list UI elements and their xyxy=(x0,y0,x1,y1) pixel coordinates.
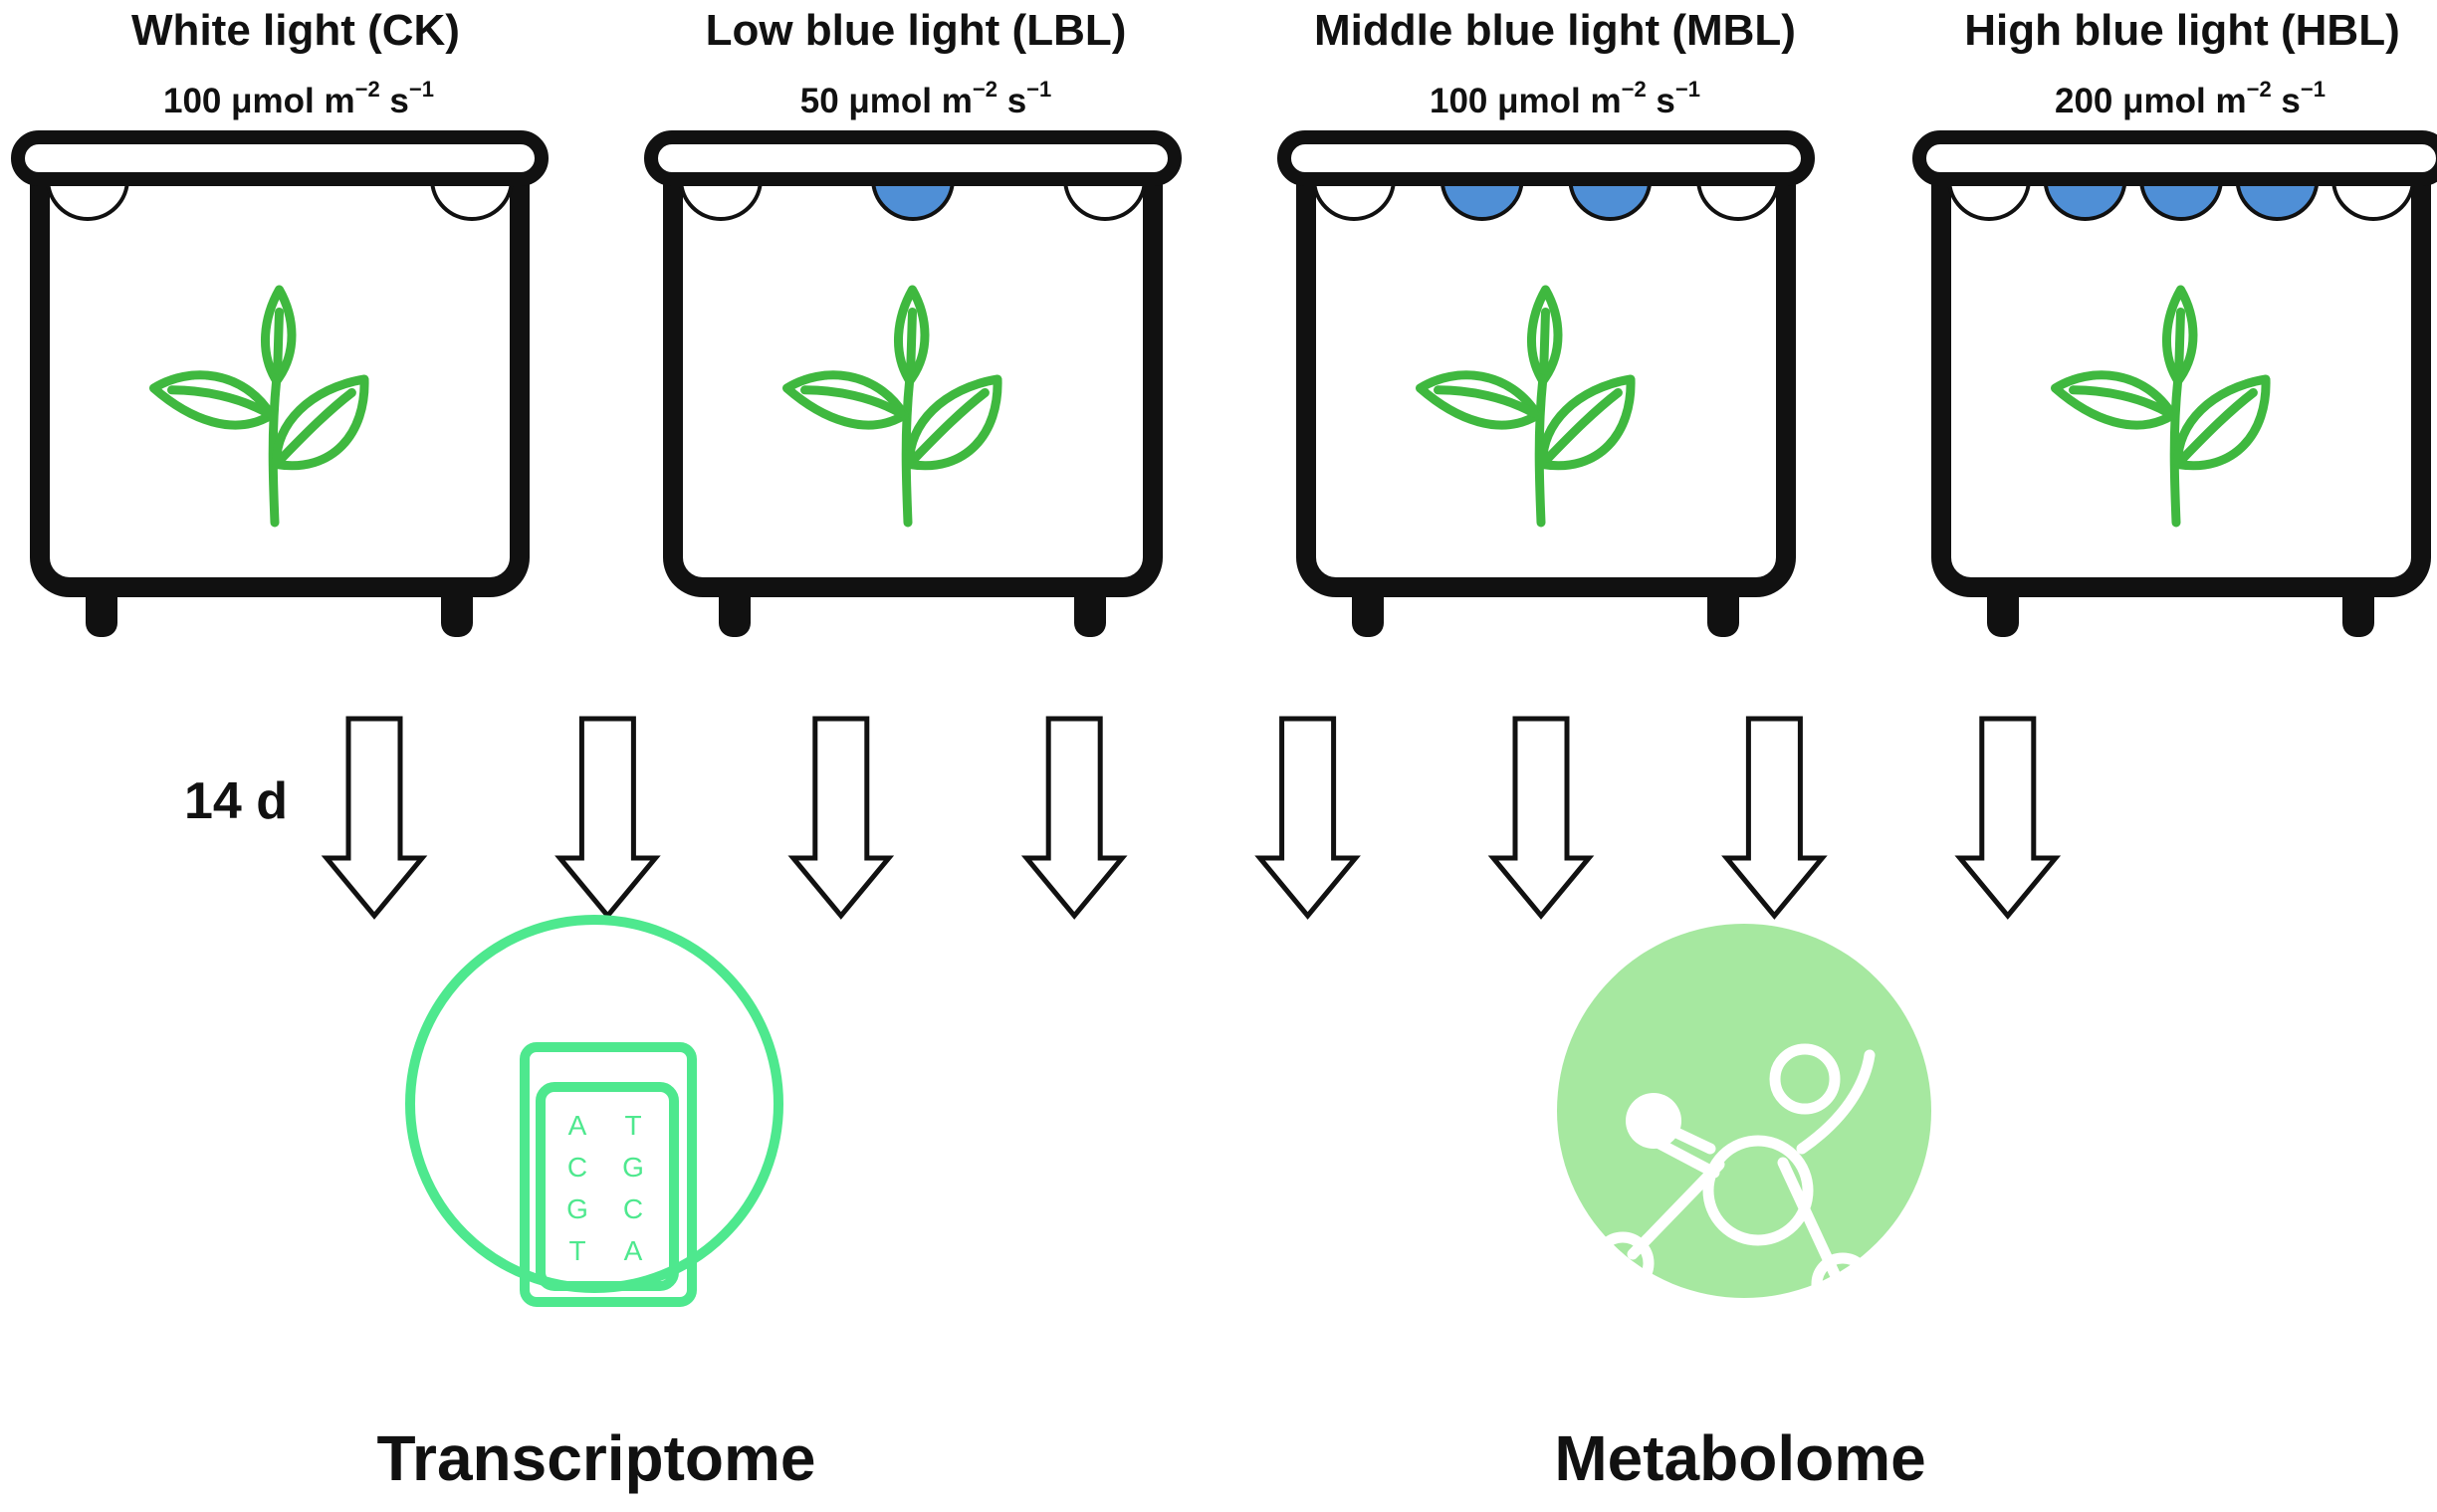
chip-inner xyxy=(536,1082,679,1291)
lamp-white xyxy=(1695,177,1781,221)
down-arrow xyxy=(1954,716,2062,920)
base-left-3: G xyxy=(566,1193,588,1224)
chamber-light-bar xyxy=(11,130,549,186)
chamber-title-mbl: Middle blue light (MBL) xyxy=(1314,6,1796,55)
base-left-1: A xyxy=(568,1110,587,1141)
chamber-light-bar xyxy=(1277,130,1815,186)
transcriptome-label: Transcriptome xyxy=(376,1422,816,1494)
lamp-blue xyxy=(1568,177,1653,221)
chamber-mbl xyxy=(1277,130,1815,637)
lamp-white xyxy=(1062,177,1148,221)
down-arrow xyxy=(554,716,661,920)
lamp-white xyxy=(429,177,515,221)
lamp-white xyxy=(678,177,764,221)
metabolome-disc xyxy=(1557,924,1931,1298)
molecule-glyph xyxy=(1591,1043,1876,1316)
chamber-lbl xyxy=(644,130,1182,637)
chamber-light-bar xyxy=(644,130,1182,186)
base-left-4: T xyxy=(568,1235,585,1266)
metabolome-label: Metabolome xyxy=(1554,1422,1926,1494)
down-arrow xyxy=(1254,716,1361,920)
base-left-2: C xyxy=(567,1152,587,1183)
molecule-node-solid xyxy=(1626,1093,1681,1149)
lamp-white xyxy=(1946,177,2032,221)
base-right-2: G xyxy=(622,1152,644,1183)
down-arrow xyxy=(1020,716,1128,920)
chamber-title-hbl: High blue light (HBL) xyxy=(1964,6,2400,55)
transcriptome-icon: A C G T T G C A xyxy=(405,915,783,1307)
chamber-light-bar xyxy=(1912,130,2437,186)
chamber-ck xyxy=(11,130,549,637)
chamber-hbl xyxy=(1912,130,2437,637)
lamp-white xyxy=(45,177,130,221)
lamp-white xyxy=(1311,177,1397,221)
duration-label: 14 d xyxy=(184,772,289,830)
transcriptome-ring xyxy=(405,915,783,1293)
down-arrow xyxy=(1487,716,1595,920)
chamber-intensity-hbl: 200 μmol m−2 s−1 xyxy=(2055,77,2326,121)
base-right-3: C xyxy=(623,1193,643,1224)
metabolome-icon xyxy=(1557,924,1931,1316)
chamber-title-ck: White light (CK) xyxy=(131,6,460,55)
chamber-intensity-mbl: 100 μmol m−2 s−1 xyxy=(1430,77,1700,121)
base-right-4: A xyxy=(624,1235,643,1266)
chamber-intensity-ck: 100 μmol m−2 s−1 xyxy=(163,77,434,121)
lamp-blue xyxy=(1440,177,1524,221)
lamp-blue xyxy=(870,177,956,221)
down-arrow xyxy=(787,716,895,920)
chamber-intensity-lbl: 50 μmol m−2 s−1 xyxy=(799,77,1052,121)
chip-outer xyxy=(520,1042,697,1307)
down-arrow xyxy=(321,716,428,920)
lamp-blue xyxy=(2235,177,2320,221)
base-right-1: T xyxy=(624,1110,641,1141)
lamp-blue xyxy=(2043,177,2127,221)
lamp-blue xyxy=(2138,177,2224,221)
lamp-white xyxy=(2330,177,2416,221)
down-arrow xyxy=(1721,716,1828,920)
chamber-title-lbl: Low blue light (LBL) xyxy=(705,6,1127,55)
